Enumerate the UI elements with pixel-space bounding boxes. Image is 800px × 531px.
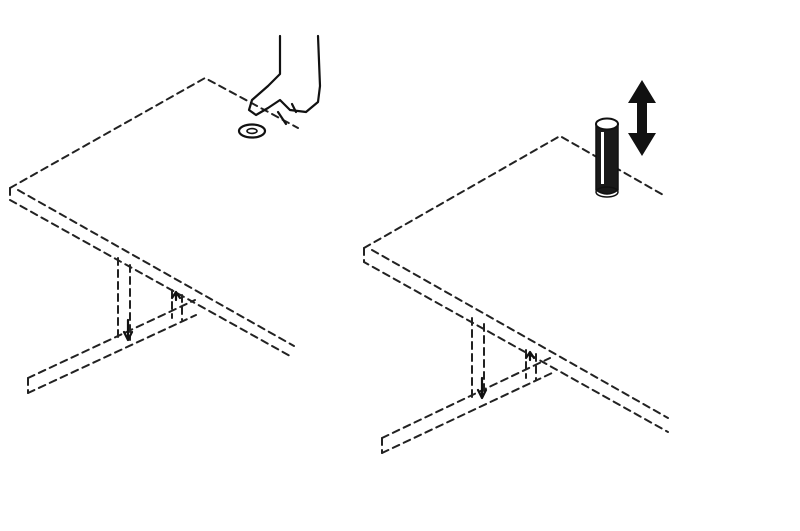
pad-washer-icon — [237, 123, 267, 139]
panel-step-2 — [363, 80, 669, 454]
desktop-outline-right — [363, 134, 669, 433]
leg-frame-left — [27, 257, 197, 394]
desktop-outline-left — [9, 76, 299, 357]
leg-frame-right — [381, 317, 553, 454]
hand-press-icon — [247, 34, 322, 126]
up-down-arrow-icon — [628, 80, 656, 156]
adjustable-glide-icon — [595, 117, 619, 198]
panel-step-1 — [9, 34, 322, 394]
